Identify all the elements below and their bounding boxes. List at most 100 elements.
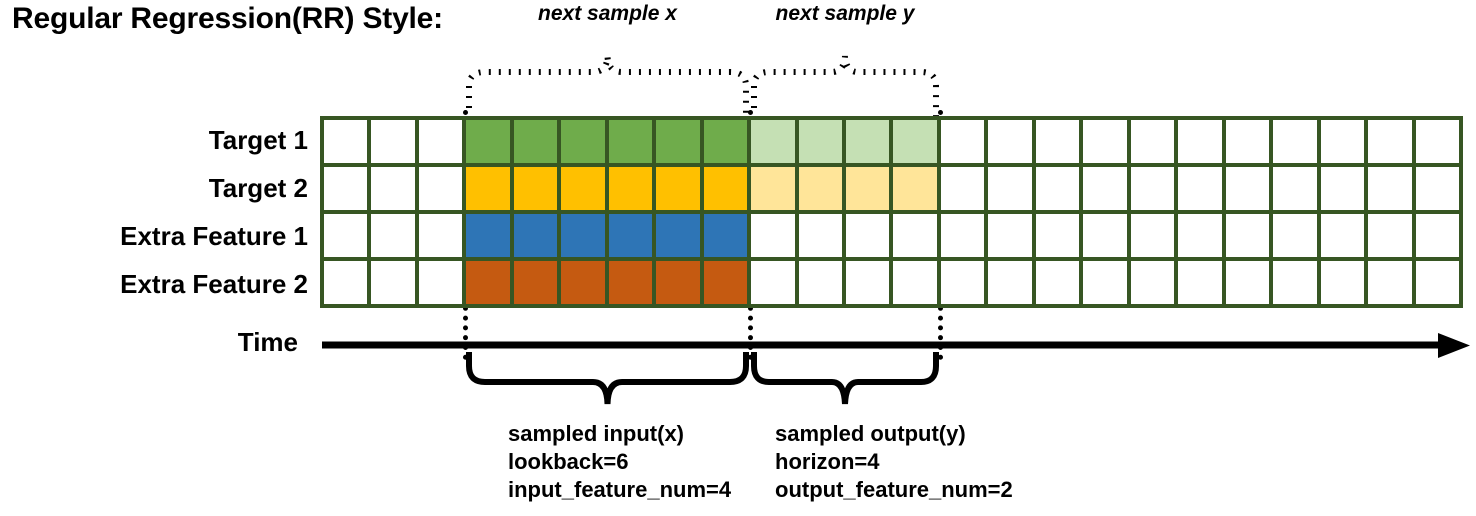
sampled-output-brace [751,352,939,405]
grid-cell-extra-feature-1-17 [1130,214,1175,257]
grid-cell-target-1-12 [893,120,937,163]
grid-cell-extra-feature-2-13 [940,261,985,304]
grid-cell-target-2-18 [1178,167,1222,210]
grid-cell-target-1-8 [703,120,748,163]
sampled-input-lookback: lookback=6 [508,449,629,474]
grid-cell-target-1-1 [371,120,415,163]
grid-cell-target-2-10 [798,167,843,210]
grid-cell-target-1-23 [1415,120,1459,163]
grid-cell-extra-feature-1-10 [798,214,843,257]
grid-cell-extra-feature-2-0 [324,261,368,304]
grid-cell-target-1-18 [1178,120,1222,163]
grid-cell-target-1-4 [513,120,558,163]
grid-cell-target-1-15 [1035,120,1080,163]
grid-cell-extra-feature-2-8 [703,261,748,304]
next-sample-x-caption: next sample x [538,2,677,25]
grid-cell-target-1-17 [1130,120,1175,163]
grid-cell-target-1-9 [751,120,795,163]
grid-cell-target-2-17 [1130,167,1175,210]
grid-cell-target-1-5 [561,120,605,163]
grid-cell-target-2-0 [324,167,368,210]
grid-cell-extra-feature-1-14 [988,214,1032,257]
grid-cell-extra-feature-1-19 [1225,214,1270,257]
grid-cell-extra-feature-1-5 [561,214,605,257]
grid-cell-extra-feature-1-9 [751,214,795,257]
grid-cell-extra-feature-2-23 [1415,261,1459,304]
grid-cell-target-2-11 [846,167,890,210]
grid-cell-extra-feature-2-14 [988,261,1032,304]
grid-cell-extra-feature-1-1 [371,214,415,257]
row-label-extra-feature-2: Extra Feature 2 [120,269,308,299]
grid-cell-target-1-10 [798,120,843,163]
row-label-target-2: Target 2 [208,173,308,203]
grid-cell-target-1-11 [846,120,890,163]
grid-cell-target-2-1 [371,167,415,210]
next-sample-y-brace [751,55,939,118]
grid-cell-extra-feature-1-8 [703,214,748,257]
grid-cell-extra-feature-1-4 [513,214,558,257]
sampled-output-caption: sampled output(y) horizon=4 output_featu… [775,420,1013,504]
grid-cell-extra-feature-1-6 [608,214,653,257]
grid-cell-target-2-20 [1273,167,1317,210]
grid-cell-target-2-16 [1083,167,1127,210]
grid-cell-target-2-4 [513,167,558,210]
grid-cell-target-2-12 [893,167,937,210]
grid-cell-extra-feature-2-6 [608,261,653,304]
grid-cell-target-1-13 [940,120,985,163]
next-sample-y-caption: next sample y [775,2,915,25]
grid-cell-extra-feature-2-1 [371,261,415,304]
grid-cell-target-1-21 [1320,120,1365,163]
sampled-input-title: sampled input(x) [508,421,685,446]
grid-cell-target-2-5 [561,167,605,210]
grid-cell-extra-feature-1-16 [1083,214,1127,257]
grid-cell-target-2-14 [988,167,1032,210]
grid-cell-target-2-9 [751,167,795,210]
grid-cell-extra-feature-2-3 [466,261,510,304]
grid-cell-extra-feature-2-16 [1083,261,1127,304]
grid-cell-extra-feature-2-7 [656,261,700,304]
grid-cell-target-2-19 [1225,167,1270,210]
grid-cell-target-2-23 [1415,167,1459,210]
grid-cell-extra-feature-2-21 [1320,261,1365,304]
grid-cell-extra-feature-1-0 [324,214,368,257]
sampled-output-title: sampled output(y) [775,421,966,446]
grid-cell-extra-feature-2-11 [846,261,890,304]
grid-cell-target-2-2 [418,167,463,210]
grid-cell-extra-feature-1-21 [1320,214,1365,257]
grid-cell-extra-feature-1-2 [418,214,463,257]
grid-cell-extra-feature-1-15 [1035,214,1080,257]
grid-cell-extra-feature-1-18 [1178,214,1222,257]
grid-cell-target-1-2 [418,120,463,163]
grid-cell-extra-feature-2-12 [893,261,937,304]
sampled-input-brace [466,352,749,405]
grid-cell-target-1-20 [1273,120,1317,163]
grid-cell-extra-feature-1-11 [846,214,890,257]
grid-cell-target-2-13 [940,167,985,210]
timeline-grid [320,116,1463,308]
grid-cell-target-1-19 [1225,120,1270,163]
grid-cell-extra-feature-1-3 [466,214,510,257]
grid-cell-target-1-22 [1368,120,1412,163]
grid-cell-extra-feature-2-9 [751,261,795,304]
sampled-output-feature-num: output_feature_num=2 [775,477,1013,502]
grid-cell-extra-feature-2-15 [1035,261,1080,304]
grid-cell-target-1-6 [608,120,653,163]
grid-cell-extra-feature-2-18 [1178,261,1222,304]
grid-cell-extra-feature-2-17 [1130,261,1175,304]
sampled-output-horizon: horizon=4 [775,449,880,474]
grid-cell-target-2-7 [656,167,700,210]
grid-cell-extra-feature-1-23 [1415,214,1459,257]
grid-cell-extra-feature-2-5 [561,261,605,304]
grid-cell-extra-feature-2-2 [418,261,463,304]
grid-cell-target-2-6 [608,167,653,210]
sampled-input-caption: sampled input(x) lookback=6 input_featur… [508,420,731,504]
grid-cell-extra-feature-1-20 [1273,214,1317,257]
grid-cell-extra-feature-1-7 [656,214,700,257]
grid-cell-target-2-21 [1320,167,1365,210]
grid-cell-extra-feature-2-22 [1368,261,1412,304]
time-axis-arrow [322,333,1470,358]
grid-cell-target-1-16 [1083,120,1127,163]
grid-cell-target-2-15 [1035,167,1080,210]
grid-cell-target-1-3 [466,120,510,163]
